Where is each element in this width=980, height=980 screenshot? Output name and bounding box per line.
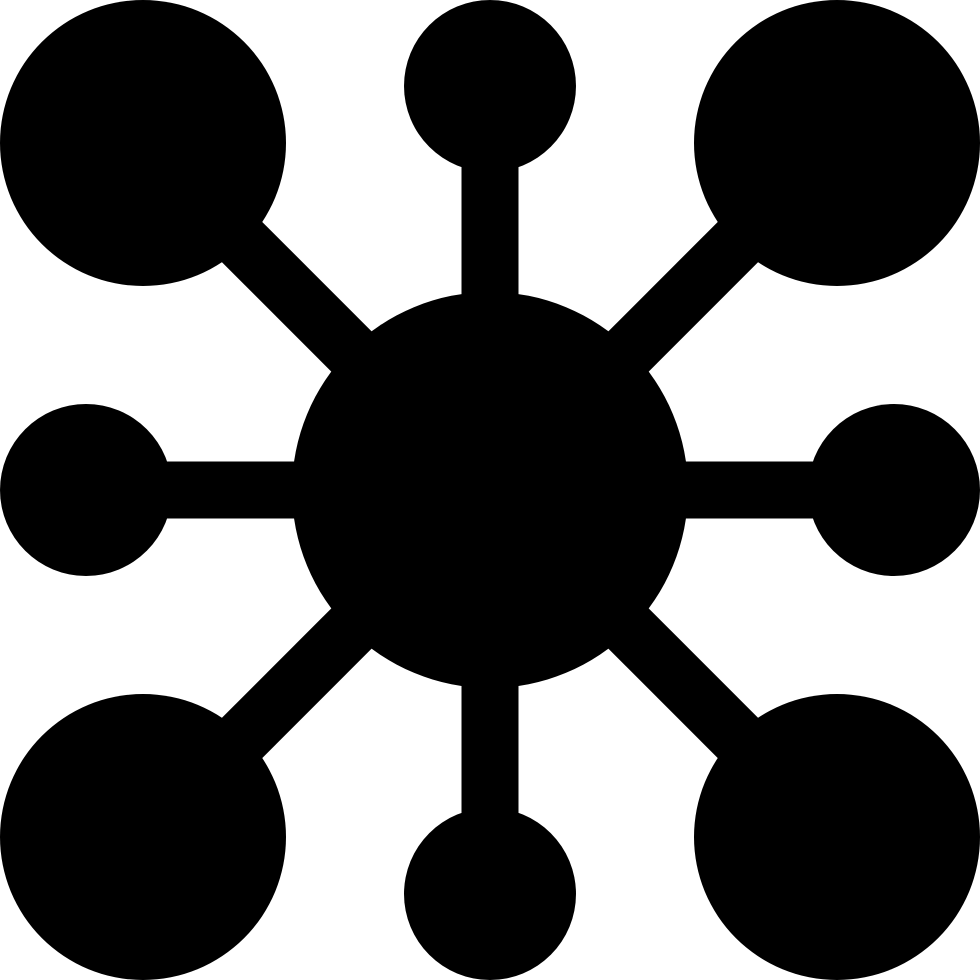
node-top-left [0,0,286,286]
node-bottom-right [694,694,980,980]
hub-node [292,292,688,688]
node-top-right [694,0,980,286]
node-top [404,0,576,172]
node-bottom [404,808,576,980]
node-left [0,404,172,576]
node-right [808,404,980,576]
node-bottom-left [0,694,286,980]
